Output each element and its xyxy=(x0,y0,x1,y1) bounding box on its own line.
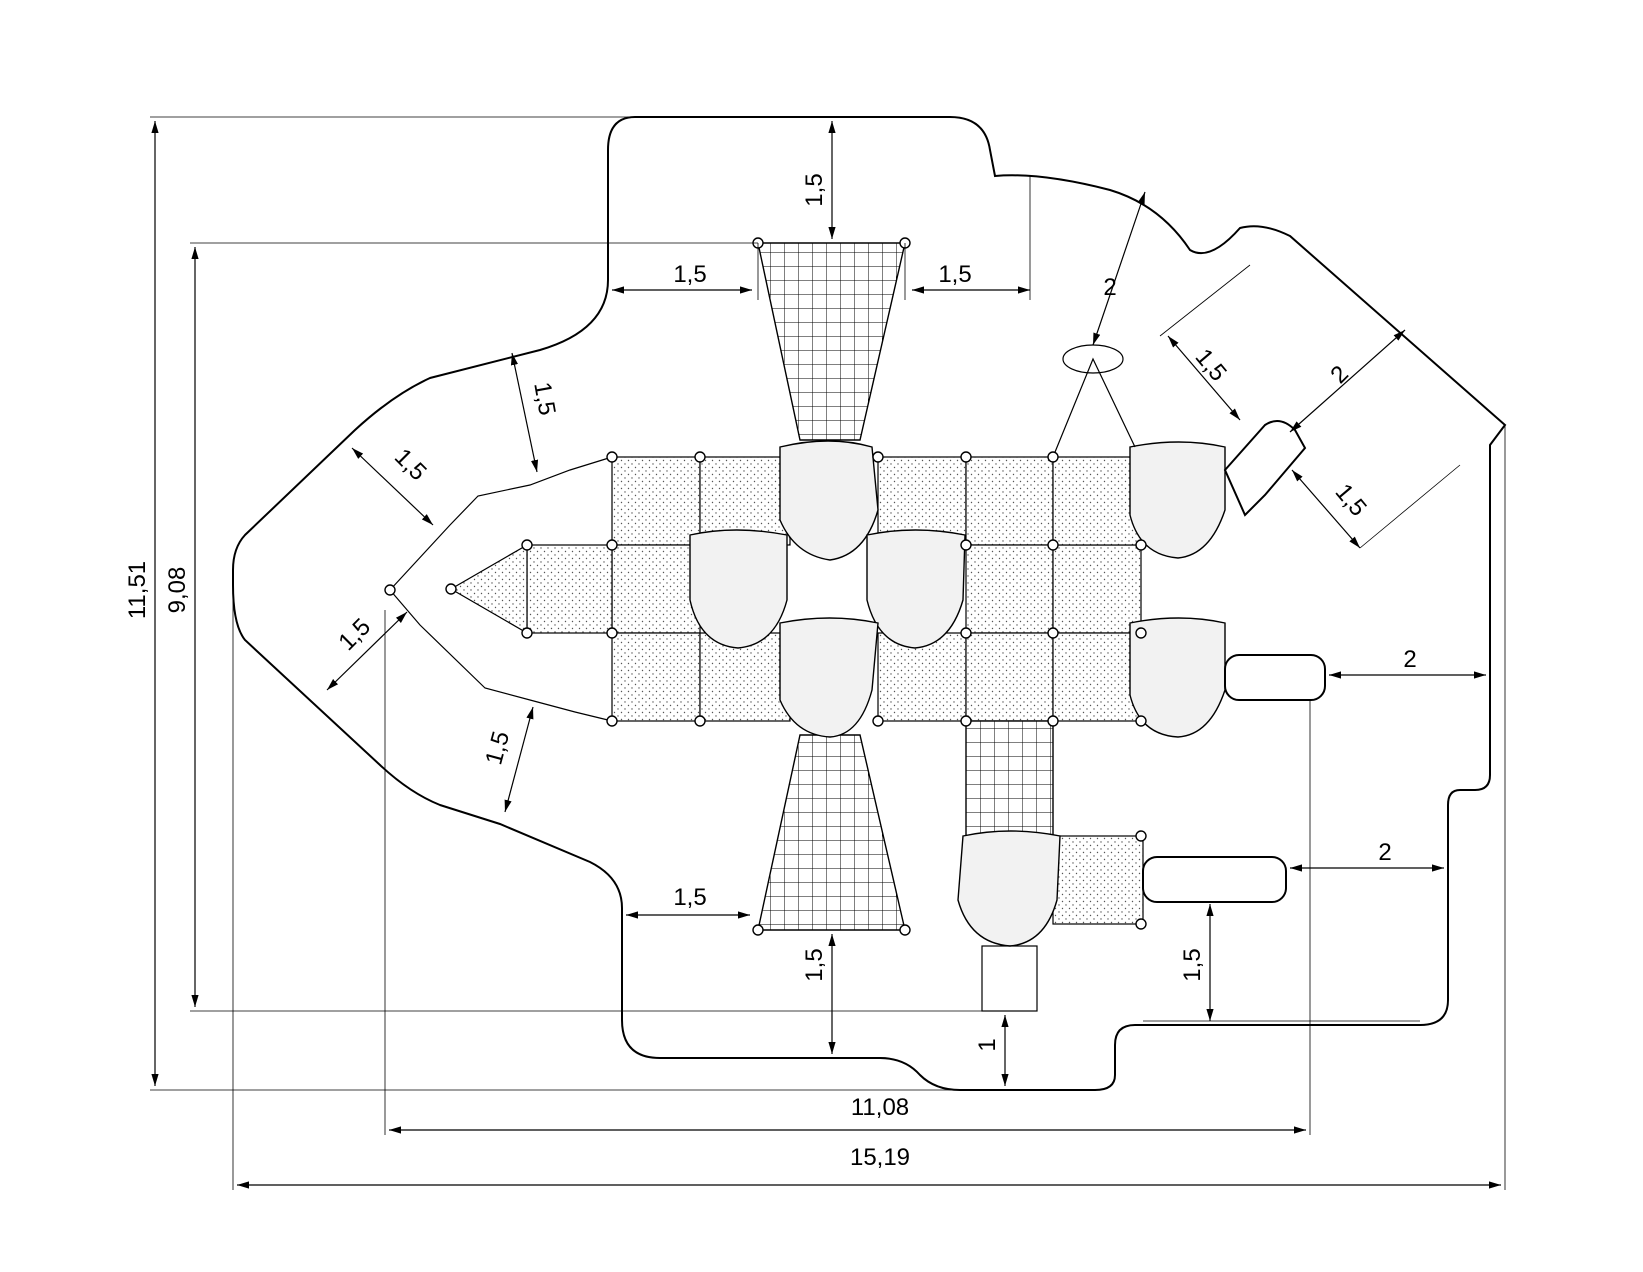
climbing-net-bottom xyxy=(757,734,906,931)
dim-lower-left-diag-b: 1,5 xyxy=(480,728,515,767)
dim-right-slide-upper-2: 2 xyxy=(1325,360,1354,389)
dim-overall-width: 15,19 xyxy=(850,1144,910,1171)
dim-bottom-right-clearance: 1,5 xyxy=(1179,948,1206,981)
dim-bottom-net-clearance: 1,5 xyxy=(801,948,828,981)
climbing-net-top xyxy=(757,242,906,441)
roof-pods xyxy=(689,440,1226,947)
dimension-lines xyxy=(150,116,1506,1190)
dim-right-slide-upper-1-5-b: 1,5 xyxy=(1330,479,1372,522)
dim-right-slide-mid-2: 2 xyxy=(1403,646,1416,673)
deck-platforms xyxy=(449,456,1144,925)
dim-upper-left-diag-b: 1,5 xyxy=(389,443,432,486)
dim-top-left-clearance: 1,5 xyxy=(673,261,706,288)
dim-right-slide-upper-1-5-a: 1,5 xyxy=(1190,344,1232,387)
dim-lower-left-diag-a: 1,5 xyxy=(333,613,376,656)
slide-middle-right xyxy=(1224,654,1326,701)
chain-railing-upper xyxy=(389,456,613,591)
dim-bottom-stairs-clearance: 1 xyxy=(974,1038,1001,1051)
rope-ring-lines xyxy=(1052,357,1136,458)
dim-top-right-clearance: 1,5 xyxy=(938,261,971,288)
chain-railing-lower xyxy=(389,589,613,722)
climbing-net-mid xyxy=(965,720,1054,837)
dim-equipment-width: 11,08 xyxy=(851,1094,909,1121)
dim-overall-height: 11,51 xyxy=(124,561,151,619)
slide-upper-right xyxy=(1223,420,1307,517)
dim-top-clearance: 1,5 xyxy=(801,173,828,206)
access-ladder xyxy=(981,945,1038,1012)
dim-equipment-height: 9,08 xyxy=(164,567,191,614)
posts xyxy=(384,237,1147,936)
dim-right-slide-low-2: 2 xyxy=(1378,839,1391,866)
dim-bottom-left-clearance: 1,5 xyxy=(673,884,706,911)
slide-lower-right xyxy=(1142,856,1287,903)
dim-upper-right-2: 2 xyxy=(1103,274,1116,301)
dim-upper-left-diag-a: 1,5 xyxy=(528,380,560,418)
